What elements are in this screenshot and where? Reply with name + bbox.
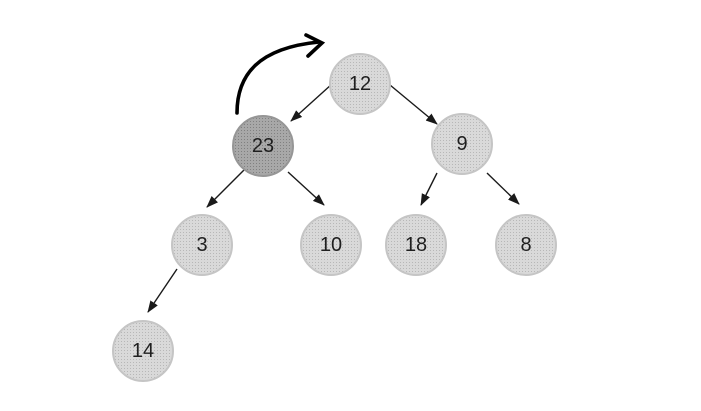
tree-node-9: 9 [431,113,493,175]
edge-12-to-23 [290,83,333,122]
tree-node-23-highlighted: 23 [232,115,294,177]
tree-node-18: 18 [385,214,447,276]
edge-9-to-8 [486,172,520,205]
edge-23-to-3 [206,169,245,208]
edge-12-to-9 [389,84,438,125]
edge-9-to-18 [420,172,438,206]
swap-arrow [235,33,326,115]
tree-node-12: 12 [329,53,391,115]
tree-node-8: 8 [495,214,557,276]
tree-node-3: 3 [171,214,233,276]
swap-arrow-head [304,33,326,58]
tree-node-14: 14 [112,320,174,382]
tree-node-10: 10 [300,214,362,276]
edge-23-to-10 [287,171,325,206]
edge-3-to-14 [147,268,178,313]
